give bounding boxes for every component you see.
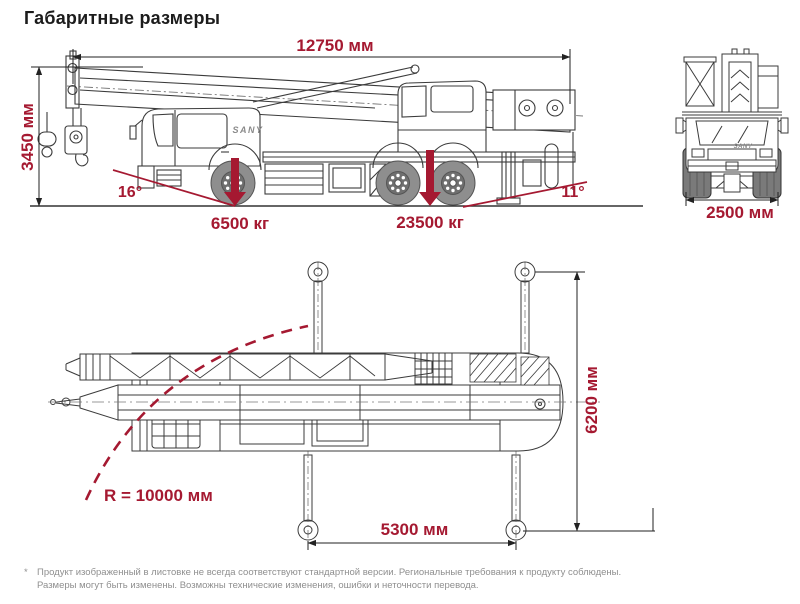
front-axle-load-label: 6500 кг <box>210 214 270 233</box>
disclaimer-line-2: Размеры могут быть изменены. Возможны те… <box>37 579 479 591</box>
crane-side-art <box>37 50 584 205</box>
front-axle-arrow <box>224 158 246 206</box>
winch-grid-block <box>414 352 453 385</box>
front-view-drawing <box>675 48 789 206</box>
brand-badge-front: SANY <box>733 144 753 150</box>
top-view-drawing <box>48 261 655 550</box>
top-dimension-lines <box>307 271 655 550</box>
crane-top-art <box>48 261 600 541</box>
turning-radius-label: R = 10000 мм <box>104 486 213 505</box>
height-dimension-label: 3450 мм <box>18 103 37 171</box>
approach-angle-label: 16° <box>117 184 143 201</box>
footnote-marker: * <box>24 567 28 578</box>
angle-lines <box>112 169 588 208</box>
outrigger-width-label: 6200 мм <box>582 366 601 434</box>
boom-plan <box>50 384 561 421</box>
front-dimension-lines <box>685 192 779 206</box>
outrigger-span-label: 5300 мм <box>380 520 449 539</box>
disclaimer-line-1: Продукт изображенный в листовке не всегд… <box>37 567 622 578</box>
axle-load-arrows <box>224 150 441 206</box>
crane-front-art <box>675 48 789 199</box>
side-view-drawing <box>30 49 643 208</box>
rear-axle-load-label: 23500 кг <box>396 213 464 232</box>
disclaimer: * Продукт изображенный в листовке не все… <box>24 567 764 592</box>
width-dimension-label: 2500 мм <box>706 203 774 222</box>
brand-badge-side: SANY <box>232 125 264 135</box>
side-dimension-lines <box>31 49 571 207</box>
rear-axle-arrow <box>419 150 441 206</box>
counterweight-hatch <box>469 353 550 386</box>
length-dimension-label: 12750 мм <box>296 36 374 55</box>
departure-angle-label: 11° <box>561 184 585 201</box>
page-title: Габаритные размеры <box>24 8 221 28</box>
turning-radius-arc <box>84 324 309 501</box>
jib-plan <box>65 353 433 381</box>
